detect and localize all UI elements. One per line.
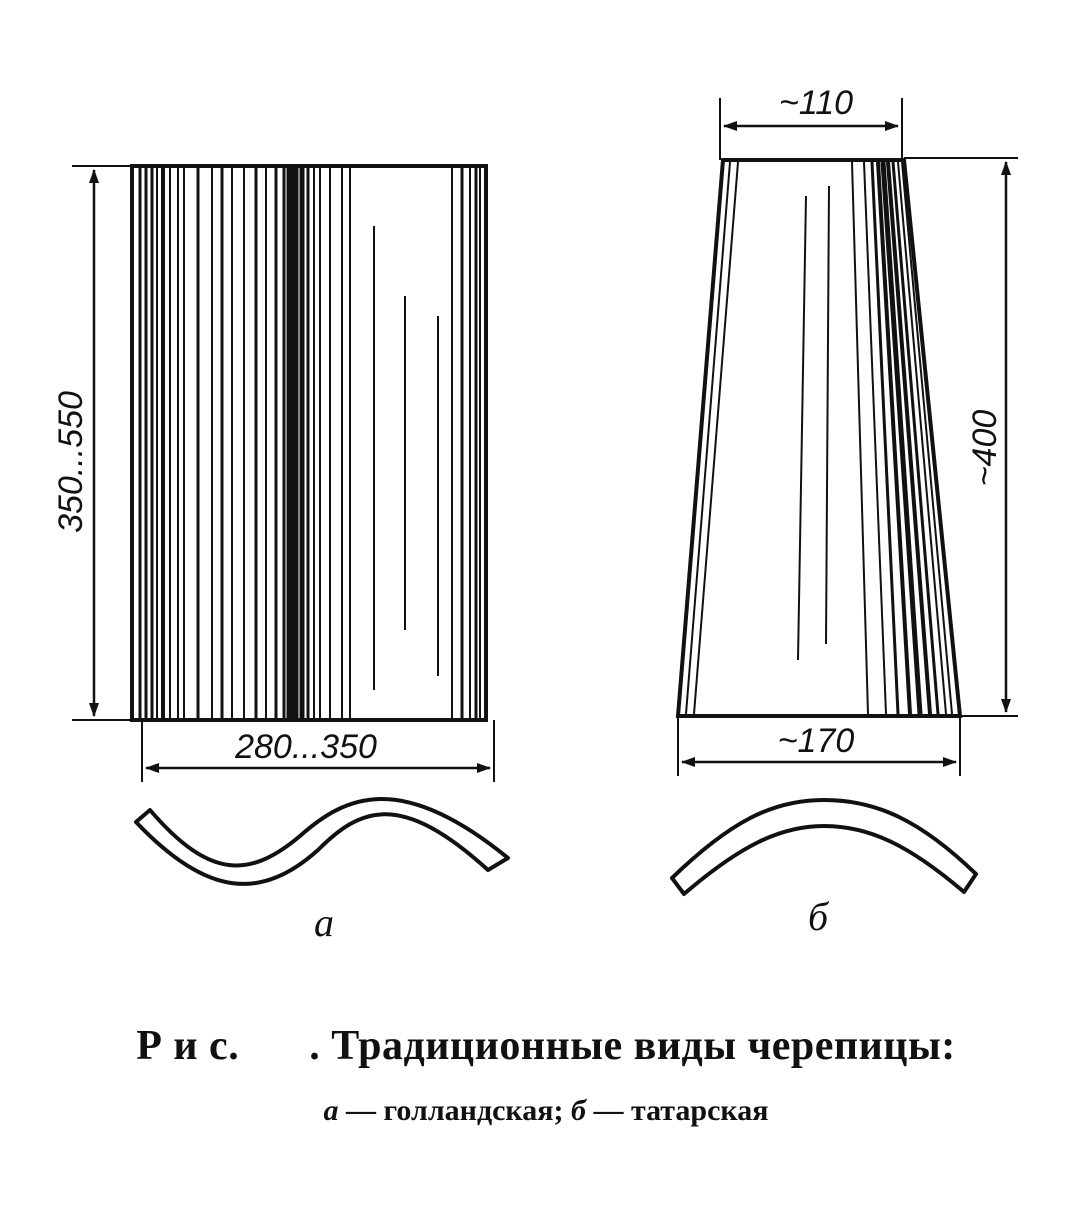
tatar-tile-bottom-dimension: ~170	[681, 722, 957, 767]
figure-caption: Р и с. . Традиционные виды черепицы: а — …	[0, 1022, 1092, 1128]
shading-stroke	[863, 161, 887, 715]
dutch-tile-front-view	[130, 164, 488, 722]
caption-figure-word: Р и с.	[136, 1023, 240, 1069]
tatar-tile-height-dimension: ~400	[966, 161, 1011, 713]
shading-stroke	[797, 195, 807, 661]
sub-label-a: а	[314, 900, 334, 945]
shading-stroke	[886, 161, 932, 715]
caption-title: . Традиционные виды черепицы:	[309, 1023, 956, 1069]
shading-stroke	[876, 161, 912, 715]
dutch-tile-extension-lines	[72, 165, 495, 782]
tatar-tile-extension-lines	[677, 98, 1018, 776]
legend-key-b: б	[571, 1094, 586, 1127]
dutch-tile-cross-section	[134, 797, 510, 886]
shading-stroke	[901, 161, 953, 715]
tatar-tile-front-view	[675, 158, 963, 718]
shading-stroke	[825, 185, 830, 645]
tatar-tile-height-label: ~400	[966, 410, 1004, 487]
shading-stroke	[870, 161, 900, 715]
dutch-tile-height-dimension: 350...550	[52, 169, 99, 717]
shading-stroke	[693, 161, 739, 715]
dutch-tile-width-label: 280...350	[234, 728, 377, 766]
shading-stroke	[851, 161, 869, 715]
shading-stroke	[891, 161, 940, 715]
legend-key-a: а	[323, 1094, 339, 1127]
legend-text-a: — голландская;	[346, 1094, 564, 1127]
tatar-tile-cross-section	[670, 798, 978, 896]
dutch-tile-width-dimension: 280...350	[145, 728, 491, 773]
caption-legend-line: а — голландская; б — татарская	[0, 1094, 1092, 1128]
legend-text-b: — татарская	[593, 1094, 769, 1127]
tatar-tile-top-label: ~110	[779, 84, 853, 122]
caption-title-line: Р и с. . Традиционные виды черепицы:	[0, 1022, 1092, 1070]
shading-stroke	[880, 161, 923, 715]
shading-stroke	[897, 161, 947, 715]
shading-stroke	[685, 161, 731, 715]
sub-label-b: б	[808, 894, 830, 939]
tatar-tile-top-dimension: ~110	[723, 84, 899, 131]
dutch-tile-height-label: 350...550	[52, 391, 90, 533]
tatar-tile-bottom-label: ~170	[778, 722, 855, 760]
